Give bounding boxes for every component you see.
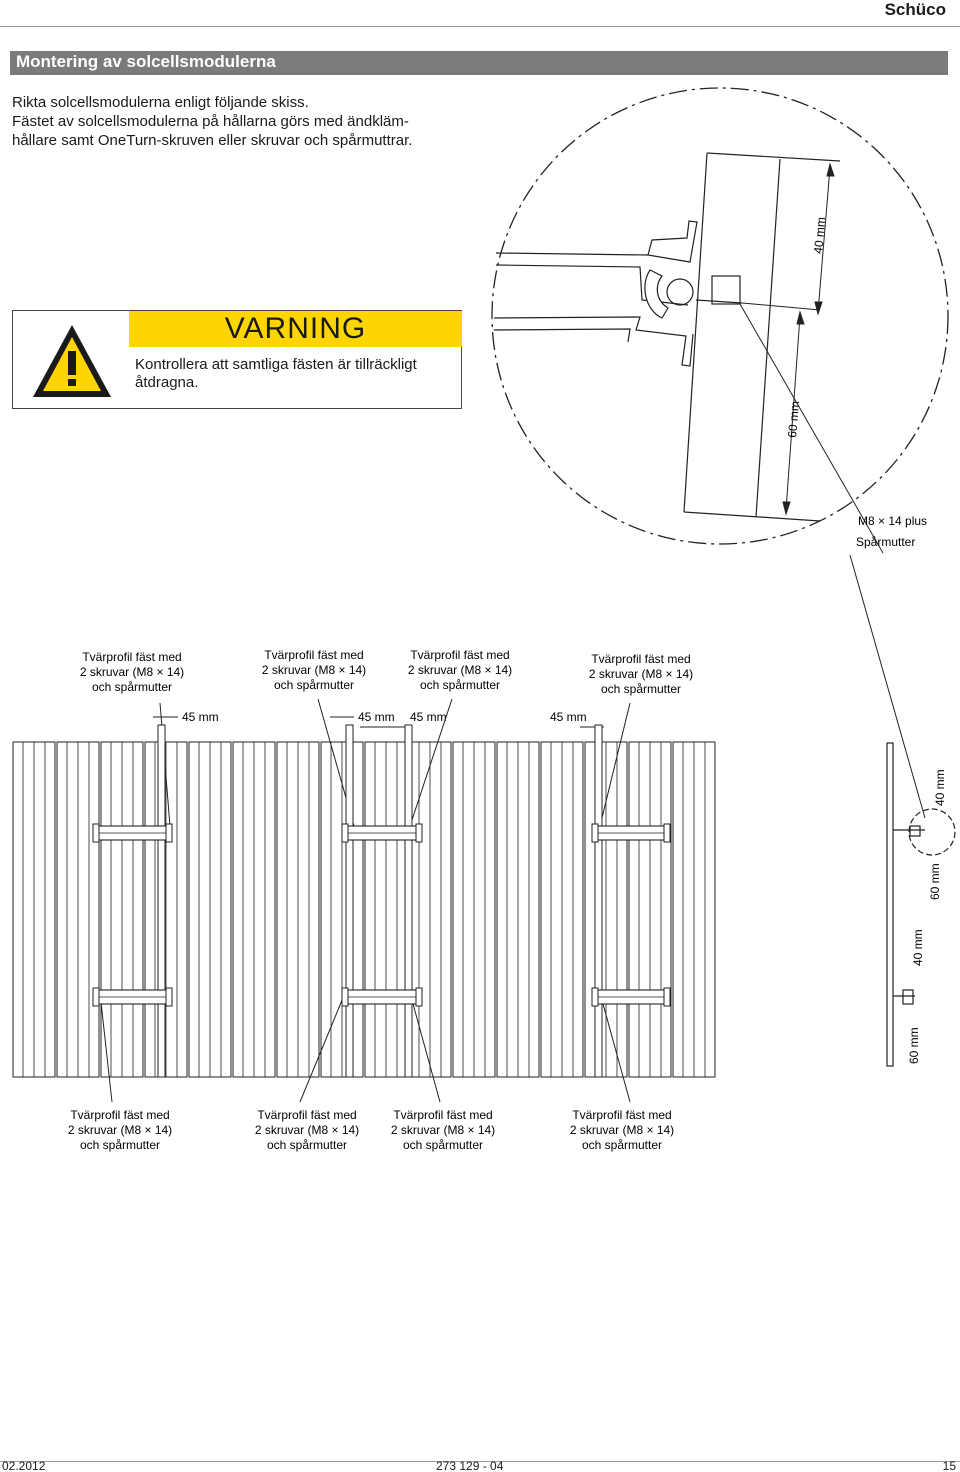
callout-text: och spårmutter	[267, 1138, 347, 1152]
callout-text: 2 skruvar (M8 × 14)	[408, 663, 512, 677]
intro-line: Rikta solcellsmodulerna enligt följande …	[12, 94, 309, 111]
brand-name: Schüco	[884, 0, 946, 19]
end-clamp	[591, 987, 599, 1007]
callout-text: 2 skruvar (M8 × 14)	[80, 665, 184, 679]
callout-text: och spårmutter	[403, 1138, 483, 1152]
end-clamp	[341, 987, 349, 1007]
leader-lines	[739, 303, 926, 819]
footer-page-number: 15	[942, 1459, 956, 1472]
detail-dimensions	[741, 162, 835, 516]
callout-text: Tvärprofil fäst med	[572, 1108, 671, 1122]
warning-title: VARNING	[224, 312, 367, 345]
callout-text: 2 skruvar (M8 × 14)	[68, 1123, 172, 1137]
end-clamp	[92, 987, 100, 1007]
callout-text: och spårmutter	[274, 678, 354, 692]
callout-text: 2 skruvar (M8 × 14)	[391, 1123, 495, 1137]
end-clamp	[165, 823, 173, 843]
callout-text: och spårmutter	[80, 1138, 160, 1152]
callout-text: Tvärprofil fäst med	[393, 1108, 492, 1122]
section-title: Montering av solcellsmodulerna	[16, 52, 276, 71]
detail-view: 40 mm 60 mm	[491, 87, 949, 545]
rail-profile-detail	[493, 220, 741, 367]
spacing-label: 45 mm	[410, 710, 447, 724]
warning-text: Kontrollera att samtliga fästen är tillr…	[135, 356, 417, 391]
side-dim-label: 60 mm	[928, 863, 942, 900]
page-footer: 02.2012 273 129 - 04 15	[0, 1459, 960, 1472]
end-clamp	[591, 823, 599, 843]
mounting-rail	[404, 724, 413, 1078]
callout-text: Tvärprofil fäst med	[410, 648, 509, 662]
spacing-labels: 45 mm 45 mm 45 mm 45 mm	[182, 710, 587, 724]
warning-title-band: VARNING	[129, 311, 462, 347]
module-panel-detail	[683, 152, 841, 522]
callout-text: Tvärprofil fäst med	[264, 648, 363, 662]
intro-text: Rikta solcellsmodulerna enligt följande …	[12, 93, 482, 150]
end-clamp	[415, 987, 423, 1007]
mounting-rail	[345, 724, 354, 1078]
callout-text: och spårmutter	[601, 682, 681, 696]
end-clamp	[92, 823, 100, 843]
end-clamp	[165, 987, 173, 1007]
mounting-rail	[157, 724, 166, 1078]
end-clamp	[663, 823, 671, 843]
warning-triangle-icon	[33, 325, 111, 397]
side-dim-label: 40 mm	[911, 929, 925, 966]
footer-date: 02.2012	[2, 1459, 46, 1472]
callout-text: 2 skruvar (M8 × 14)	[262, 663, 366, 677]
spacing-label: 45 mm	[550, 710, 587, 724]
callout-text: Tvärprofil fäst med	[591, 652, 690, 666]
callout-text: Tvärprofil fäst med	[257, 1108, 356, 1122]
callout-text: 2 skruvar (M8 × 14)	[589, 667, 693, 681]
end-clamp	[341, 823, 349, 843]
side-view	[886, 742, 956, 1067]
side-dim-label: 60 mm	[907, 1027, 921, 1064]
bottom-callouts: Tvärprofil fäst med 2 skruvar (M8 × 14) …	[68, 1108, 674, 1152]
module-array	[12, 724, 716, 1078]
warning-box: VARNING Kontrollera att samtliga fästen …	[12, 310, 462, 409]
end-clamp	[663, 987, 671, 1007]
side-dim-label: 40 mm	[933, 769, 947, 806]
callout-text: 2 skruvar (M8 × 14)	[570, 1123, 674, 1137]
footer-rule	[0, 1461, 960, 1462]
dim-label-60: 60 mm	[785, 400, 802, 438]
top-callouts: Tvärprofil fäst med 2 skruvar (M8 × 14) …	[80, 648, 693, 696]
spacing-label: 45 mm	[182, 710, 219, 724]
section-heading-bar: Montering av solcellsmodulerna	[10, 51, 948, 75]
spacing-label: 45 mm	[358, 710, 395, 724]
callout-text: Tvärprofil fäst med	[70, 1108, 169, 1122]
footer-doc-number: 273 129 - 04	[436, 1459, 504, 1472]
callout-text: och spårmutter	[582, 1138, 662, 1152]
callout-text: 2 skruvar (M8 × 14)	[255, 1123, 359, 1137]
intro-line: hållare samt OneTurn-skruven eller skruv…	[12, 132, 413, 149]
screw-label: Spårmutter	[856, 535, 915, 549]
dim-label-40: 40 mm	[811, 216, 828, 254]
callout-text: Tvärprofil fäst med	[82, 650, 181, 664]
spacing-ticks	[153, 716, 604, 728]
mounting-rail	[594, 724, 603, 1078]
end-clamp	[415, 823, 423, 843]
callout-text: och spårmutter	[420, 678, 500, 692]
header-rule	[0, 26, 960, 27]
callout-text: och spårmutter	[92, 680, 172, 694]
intro-line: Fästet av solcellsmodulerna på hållarna …	[12, 113, 409, 130]
screw-label: M8 × 14 plus	[858, 514, 927, 528]
callout-leaders	[99, 698, 631, 1103]
